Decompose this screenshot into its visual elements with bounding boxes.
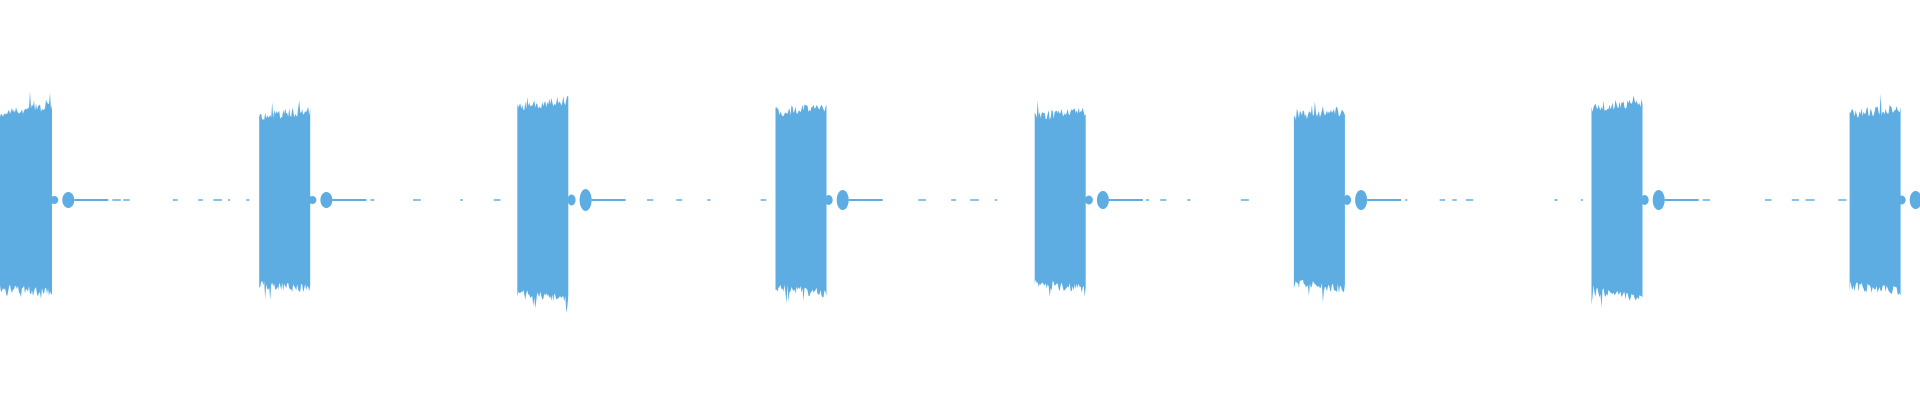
audio-blip (824, 190, 883, 210)
audio-blip (1084, 191, 1143, 209)
audio-blip (1897, 191, 1920, 209)
audio-burst (517, 95, 569, 313)
audio-blip (308, 192, 367, 208)
audio-burst (259, 100, 311, 300)
audio-burst (1293, 101, 1345, 303)
audio-burst (0, 91, 52, 299)
audio-blip (50, 192, 109, 208)
audio-blip (1640, 190, 1699, 210)
audio-blip (1343, 190, 1402, 210)
audio-burst (1591, 95, 1643, 308)
audio-burst (1034, 100, 1086, 297)
audio-burst (775, 104, 827, 304)
audio-blip (567, 189, 626, 211)
audio-burst (1849, 93, 1901, 296)
